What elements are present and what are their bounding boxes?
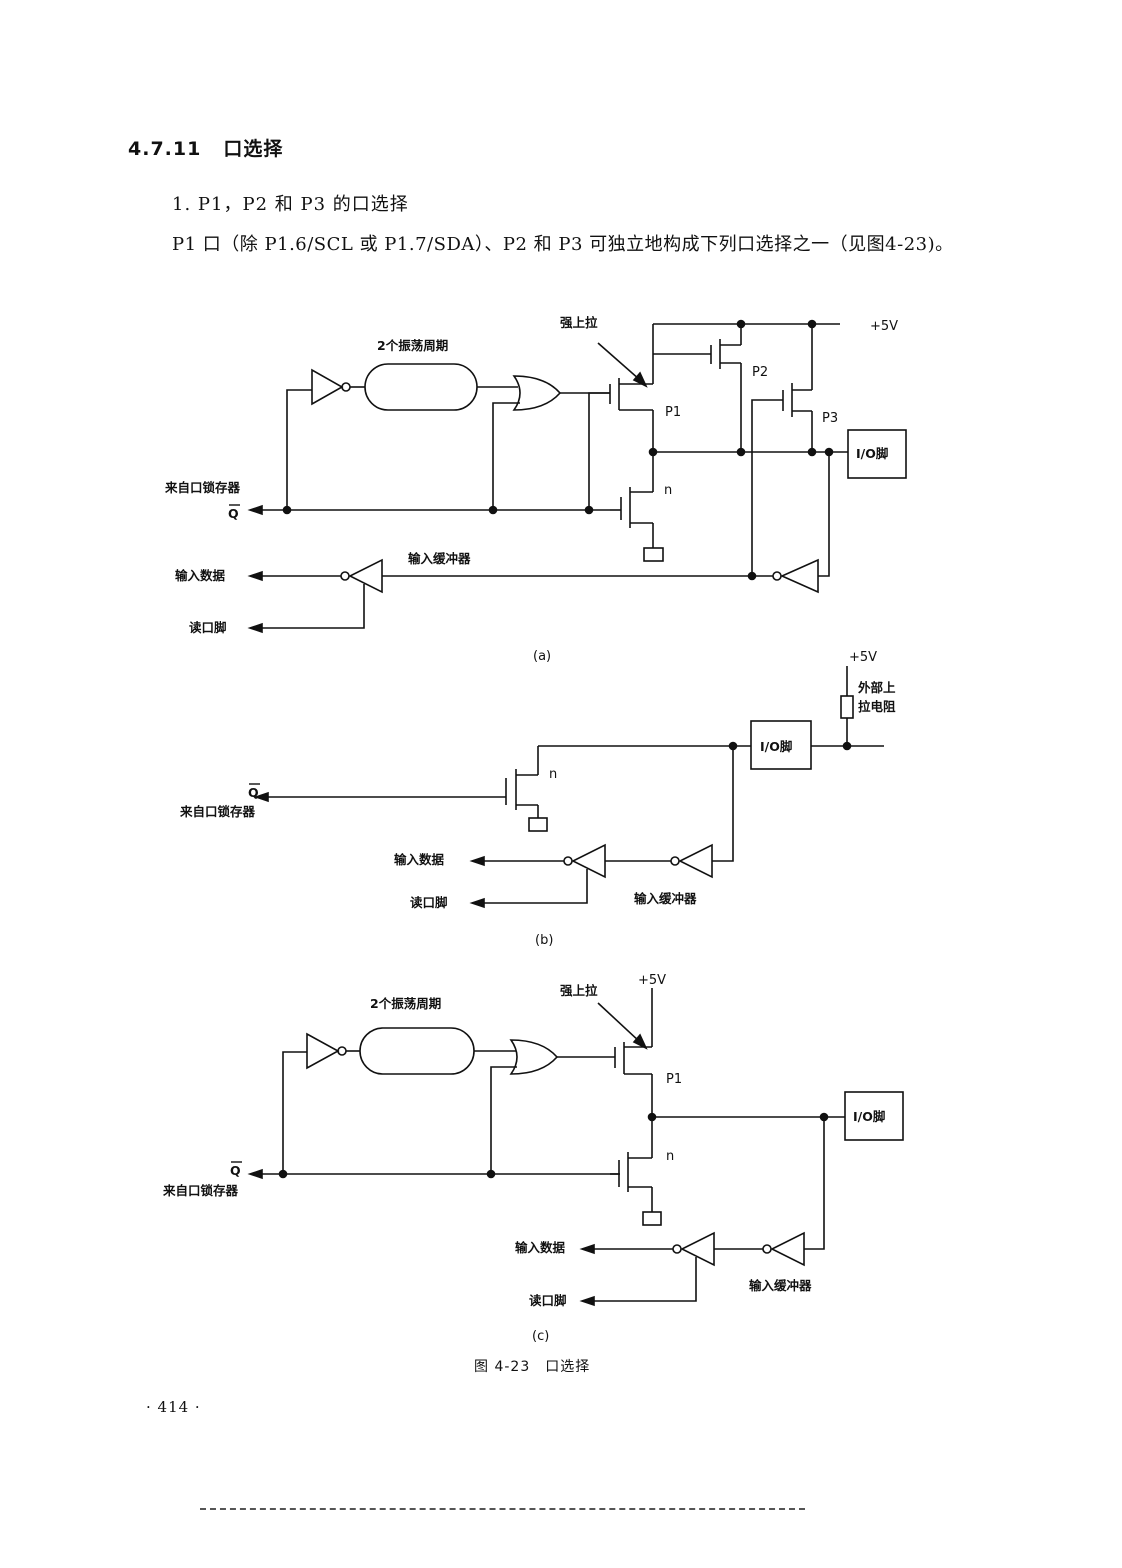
fig-a-read-pin-label: 读口脚 (189, 620, 227, 635)
fig-c-q-label: Q (230, 1163, 241, 1178)
figure-b (253, 666, 884, 909)
fig-c-latch-label: 来自口锁存器 (162, 1183, 239, 1198)
fig-a-pin-label: I/O脚 (856, 446, 888, 461)
page-number: · 414 · (146, 1398, 201, 1416)
fig-b-ext2-label: 拉电阻 (858, 699, 896, 714)
figure-a-labels: 2个振荡周期 强上拉 +5V P1 P2 P3 n I/O脚 来自口锁存器 Q … (164, 315, 898, 664)
fig-a-q-label: Q (228, 506, 239, 521)
fig-a-input-data-label: 输入数据 (175, 568, 226, 583)
fig-a-input-buffer-label: 输入缓冲器 (408, 551, 471, 566)
fig-a-pullup-label: 强上拉 (560, 315, 598, 330)
fig-c-pin-label: I/O脚 (853, 1109, 885, 1124)
figure-caption: 图 4-23 口选择 (474, 1359, 591, 1375)
figure-c-labels: 2个振荡周期 强上拉 +5V P1 n I/O脚 Q 来自口锁存器 输入数据 读… (162, 973, 885, 1344)
figure-c (247, 988, 904, 1307)
fig-c-input-data-label: 输入数据 (515, 1240, 566, 1255)
fig-a-n-label: n (664, 483, 672, 498)
fig-a-vcc-label: +5V (870, 319, 898, 334)
fig-b-ext1-label: 外部上 (857, 680, 896, 695)
fig-c-read-pin-label: 读口脚 (529, 1293, 567, 1308)
section-heading: 4.7.11 口选择 (128, 134, 283, 161)
fig-b-pin-label: I/O脚 (760, 739, 792, 754)
fig-a-p2-label: P2 (752, 365, 768, 380)
fig-a-p3-label: P3 (822, 411, 838, 426)
figure-a (247, 319, 907, 634)
fig-b-n-label: n (549, 767, 557, 782)
fig-b-read-pin-label: 读口脚 (410, 895, 448, 910)
fig-a-sub-label: (a) (533, 649, 551, 664)
fig-a-osc-label: 2个振荡周期 (377, 338, 448, 353)
fig-a-p1-label: P1 (665, 405, 681, 420)
section-title: 口选择 (223, 138, 284, 160)
fig-c-osc-label: 2个振荡周期 (370, 996, 441, 1011)
section-number: 4.7.11 (128, 138, 202, 160)
fig-c-pullup-label: 强上拉 (560, 983, 598, 998)
fig-b-input-data-label: 输入数据 (394, 852, 445, 867)
figure-b-labels: +5V 外部上 拉电阻 I/O脚 n Q 来自口锁存器 输入数据 读口脚 输入缓… (179, 650, 896, 948)
body-paragraph: P1 口（除 P1.6/SCL 或 P1.7/SDA）、P2 和 P3 可独立地… (172, 234, 954, 255)
fig-b-q-label: Q (248, 785, 259, 800)
fig-b-sub-label: (b) (535, 933, 553, 948)
fig-c-n-label: n (666, 1149, 674, 1164)
fig-a-latch-label: 来自口锁存器 (164, 480, 241, 495)
fig-b-latch-label: 来自口锁存器 (179, 804, 256, 819)
fig-b-input-buffer-label: 输入缓冲器 (634, 891, 697, 906)
fig-c-sub-label: (c) (532, 1329, 549, 1344)
subheading: 1. P1，P2 和 P3 的口选择 (172, 194, 409, 215)
fig-c-p1-label: P1 (666, 1072, 682, 1087)
fig-b-vcc-label: +5V (849, 650, 877, 665)
fig-c-vcc-label: +5V (638, 973, 666, 988)
footer-rule (200, 1508, 805, 1510)
fig-c-input-buffer-label: 输入缓冲器 (749, 1278, 812, 1293)
